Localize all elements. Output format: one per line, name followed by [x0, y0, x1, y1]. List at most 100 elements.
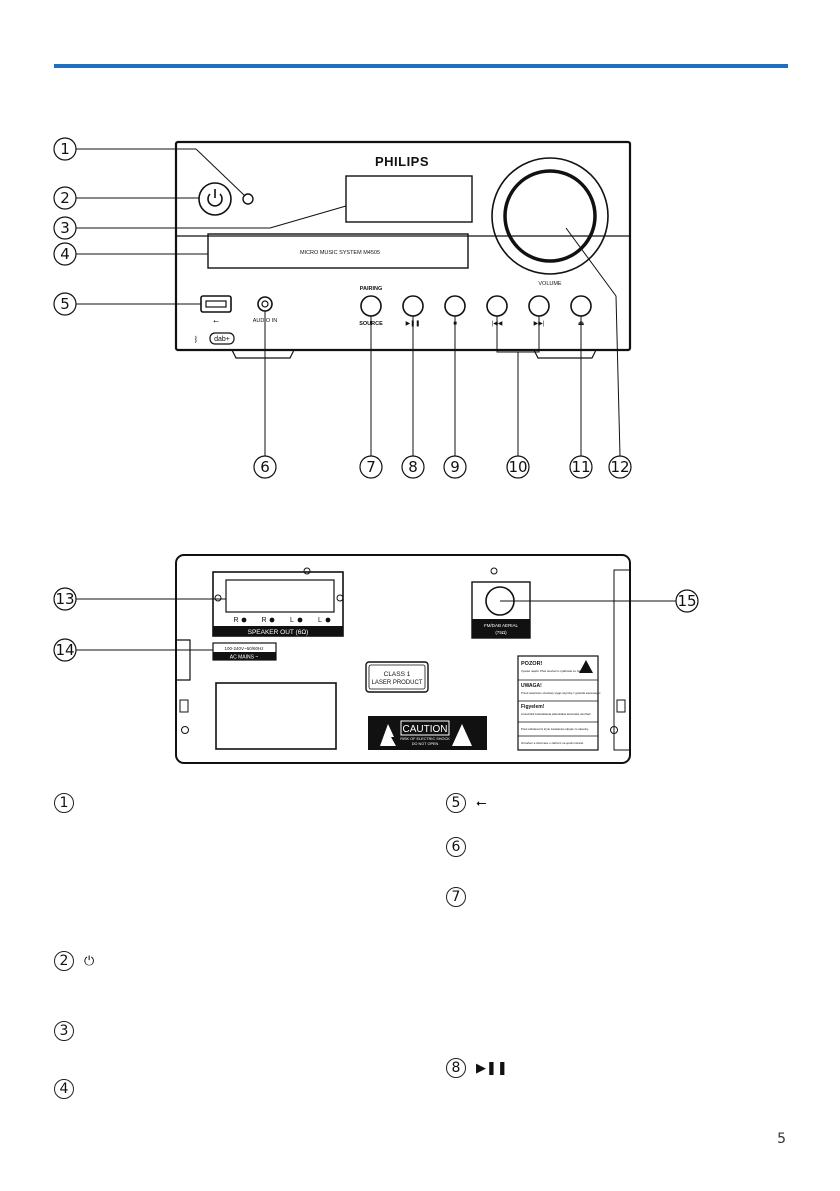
bluetooth-icon: ᛒ: [194, 335, 199, 344]
volume-label: VOLUME: [538, 281, 562, 287]
legend-num-5: 5: [446, 793, 466, 813]
terminal-dots: [241, 617, 331, 623]
legend-num-1: 1: [54, 793, 74, 813]
callout-1: 1: [53, 137, 77, 161]
warning-triangle-icon: [579, 660, 593, 673]
power-button[interactable]: [198, 182, 232, 216]
stop-button[interactable]: [444, 295, 466, 317]
front-leader-lines: [76, 148, 621, 457]
callout-13: 13: [53, 587, 77, 611]
page-number: 5: [777, 1131, 786, 1147]
caution-title: CAUTION: [403, 724, 448, 735]
usb-icon: ⭠: [476, 795, 487, 811]
legend-num-4: 4: [54, 1079, 74, 1099]
legend-item-2: 2 ⏻: [54, 951, 94, 971]
svg-text:9: 9: [450, 458, 460, 476]
svg-text:7: 7: [366, 458, 376, 476]
usb-icon: ⭠: [213, 318, 219, 325]
dab-label: dab+: [214, 336, 230, 343]
svg-text:6: 6: [260, 458, 270, 476]
front-panel-body: [174, 140, 632, 352]
display-panel: [345, 175, 473, 223]
disc-slot[interactable]: [207, 233, 469, 269]
ac-mains-label: AC MAINS ~: [230, 655, 259, 661]
legend-item-7: 7: [446, 887, 476, 907]
antenna-line2: (75Ω): [495, 630, 507, 635]
callout-15: 15: [675, 589, 699, 613]
play-pause-button[interactable]: [402, 295, 424, 317]
caution-line2: DO NOT OPEN: [412, 742, 439, 746]
warn-title-3: Figyelem!: [521, 704, 545, 710]
callout-2: 2: [53, 186, 77, 210]
warn-body-4: Pred odstránením krytu zariadenia odpojt…: [521, 727, 589, 731]
callout-6: 6: [253, 455, 277, 479]
warn-body-1: Vysoké napětí. Před otevřením vytáhněte …: [521, 669, 588, 673]
device-diagram: PHILIPS MICRO MUSIC SYSTEM M4505 VOLUME …: [53, 137, 699, 764]
dab-badge: [209, 332, 235, 345]
svg-text:12: 12: [610, 458, 629, 476]
pairing-label: PAIRING: [360, 286, 383, 292]
callout-8: 8: [401, 455, 425, 479]
callout-3: 3: [53, 216, 77, 240]
warn-body-2: Przed otwarciem obudowy wyjąć wtyczkę z …: [521, 691, 601, 695]
caution-line1: RISK OF ELECTRIC SHOCK: [400, 737, 450, 741]
audio-in-jack[interactable]: [257, 296, 273, 312]
previous-button[interactable]: [486, 295, 508, 317]
source-button[interactable]: [360, 295, 382, 317]
rear-panel-body: [175, 554, 631, 764]
legend-item-6: 6: [446, 837, 476, 857]
lightning-icon: [380, 724, 396, 746]
legend-num-3: 3: [54, 1021, 74, 1041]
warn-title-1: POZOR!: [521, 661, 543, 667]
warning-label-box: [517, 655, 599, 751]
svg-text:10: 10: [508, 458, 527, 476]
power-icon: [207, 193, 223, 207]
antenna-label-bar: [472, 619, 530, 638]
laser-line2: LASER PRODUCT: [371, 680, 422, 686]
exclamation-icon: [452, 724, 472, 746]
callout-9: 9: [443, 455, 467, 479]
svg-text:2: 2: [60, 189, 70, 207]
speaker-out-bar: [213, 626, 343, 636]
model-label: MICRO MUSIC SYSTEM M4505: [300, 250, 380, 256]
legend-num-7: 7: [446, 887, 466, 907]
foot-left: [231, 349, 295, 359]
svg-text:8: 8: [408, 458, 418, 476]
legend-item-8: 8 ▶❚❚: [446, 1058, 508, 1078]
warn-body-5: Označení a informace o zařízení na spodn…: [521, 741, 584, 745]
legend-num-8: 8: [446, 1058, 466, 1078]
warn-body-3: A készülék burkolatának eltávolítása ára…: [521, 712, 591, 716]
callout-5: 5: [53, 292, 77, 316]
antenna-line1: FM/DAB AERIAL: [484, 623, 519, 628]
callout-7: 7: [359, 455, 383, 479]
volume-knob[interactable]: [503, 169, 597, 263]
front-callouts: 1 2 3 4 5 6 7 8 9 10 11 12: [53, 137, 632, 479]
svg-text:4: 4: [60, 245, 70, 263]
laser-line1: CLASS 1: [384, 671, 411, 678]
legend-item-3: 3: [54, 1021, 84, 1041]
next-button[interactable]: [528, 295, 550, 317]
svg-text:5: 5: [60, 295, 70, 313]
eject-button[interactable]: [570, 295, 592, 317]
legend-num-6: 6: [446, 837, 466, 857]
warn-title-2: UWAGA!: [521, 683, 542, 689]
callout-12: 12: [608, 455, 632, 479]
foot-right: [533, 349, 597, 359]
terminal-l1: L: [290, 617, 294, 624]
svg-text:1: 1: [60, 140, 70, 158]
callout-4: 4: [53, 242, 77, 266]
play-pause-icon: ▶❚❚: [476, 1060, 508, 1076]
volume-ring: [491, 157, 609, 275]
legend-num-2: 2: [54, 951, 74, 971]
terminal-l2: L: [318, 617, 322, 624]
svg-text:15: 15: [677, 592, 696, 610]
mains-rating: 100-240V~50/60Hz: [225, 646, 265, 651]
laser-label-box: [365, 661, 429, 693]
terminal-r1: R: [233, 617, 238, 624]
front-panel: [174, 140, 632, 359]
terminal-r2: R: [261, 617, 266, 624]
legend-item-4: 4: [54, 1079, 84, 1099]
power-icon: ⏻: [84, 953, 95, 969]
rating-sticker: [215, 682, 337, 750]
legend-item-1: 1: [54, 793, 84, 813]
